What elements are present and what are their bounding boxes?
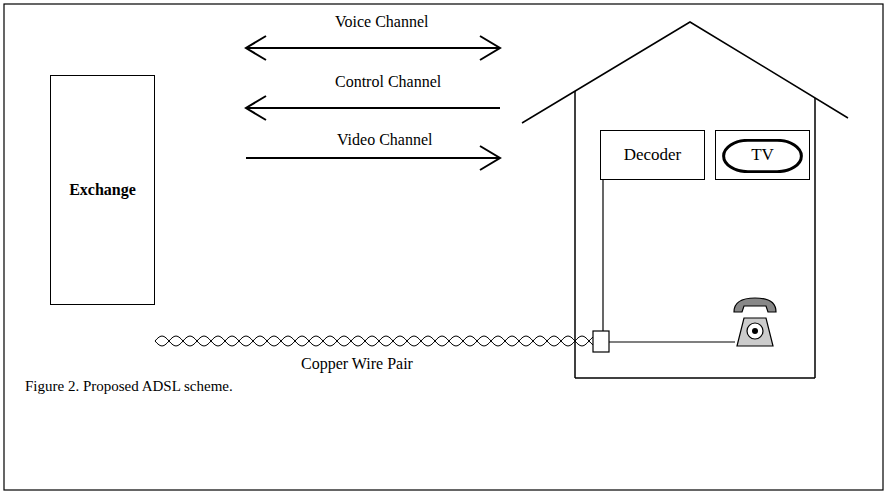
wire-label: Copper Wire Pair [301,355,413,373]
video-arrow [246,146,500,170]
junction-box [593,331,609,352]
phone-wire [609,341,735,342]
channel-label: Voice Channel [335,13,428,31]
copper-wire-pair [155,336,593,346]
wire-strand [155,336,593,346]
house-outline [522,22,848,378]
figure-frame [4,4,883,490]
voice-arrow [246,36,500,60]
channel-label: Video Channel [337,131,432,149]
telephone-symbol [734,298,776,346]
control-arrow [246,96,500,120]
decoder-wire [602,180,603,331]
figure-caption: Figure 2. Proposed ADSL scheme. [25,378,233,395]
node-label: Decoder [624,145,682,165]
wire-strand [155,336,593,346]
node-label: Exchange [69,181,136,199]
channel-label: Control Channel [335,73,441,91]
node-label: TV [751,145,774,165]
tv-box: TV [715,130,810,180]
decoder-box: Decoder [600,130,705,180]
exchange-box: Exchange [50,75,155,305]
